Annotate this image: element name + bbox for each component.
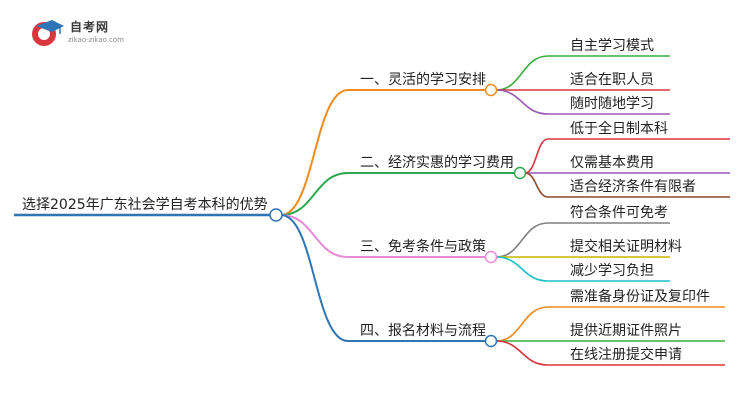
- leaf-connector: [495, 55, 549, 91]
- leaf-connector: [495, 340, 549, 366]
- leaf-label: 在线注册提交申请: [570, 346, 682, 363]
- branch-connector: [280, 172, 349, 216]
- branch-node-dot[interactable]: [513, 166, 527, 180]
- leaf-label: 符合条件可免考: [570, 204, 668, 221]
- leaf-connector: [495, 222, 549, 258]
- leaf-connector: [524, 172, 549, 198]
- branch-label: 三、免考条件与政策: [360, 238, 486, 255]
- leaf-label: 仅需基本费用: [570, 154, 654, 171]
- branch-node-dot[interactable]: [484, 334, 498, 348]
- logo: 自考网 zikao-zikao.com: [30, 16, 140, 56]
- leaf-connector: [495, 306, 549, 342]
- leaf-label: 适合在职人员: [570, 72, 654, 88]
- leaf-label: 随时随地学习: [570, 96, 654, 112]
- branch-connector: [280, 214, 349, 258]
- branch-node-dot[interactable]: [484, 83, 498, 97]
- logo-url: zikao-zikao.com: [68, 36, 124, 44]
- leaf-label: 自主学习模式: [570, 38, 654, 54]
- graduation-cap-icon: [32, 20, 64, 46]
- branch-connector: [280, 214, 349, 342]
- leaf-connector: [495, 256, 549, 282]
- leaf-connector: [524, 138, 549, 174]
- leaf-label: 提交相关证明材料: [570, 238, 682, 255]
- leaf-label: 减少学习负担: [570, 263, 654, 279]
- leaf-label: 需准备身份证及复印件: [570, 288, 710, 305]
- branch-label: 一、灵活的学习安排: [360, 72, 486, 88]
- branch-label: 四、报名材料与流程: [360, 323, 486, 339]
- branch-node-dot[interactable]: [484, 250, 498, 264]
- branch-connector: [280, 89, 349, 216]
- leaf-connector: [495, 89, 549, 115]
- logo-title: 自考网: [70, 20, 110, 34]
- root-node-dot[interactable]: [269, 208, 283, 222]
- leaf-label: 适合经济条件有限者: [570, 178, 696, 195]
- leaf-label: 低于全日制本科: [570, 120, 668, 137]
- branch-label: 二、经济实惠的学习费用: [360, 155, 514, 171]
- leaf-label: 提供近期证件照片: [570, 323, 682, 339]
- root-label: 选择2025年广东社会学自考本科的优势: [22, 197, 268, 213]
